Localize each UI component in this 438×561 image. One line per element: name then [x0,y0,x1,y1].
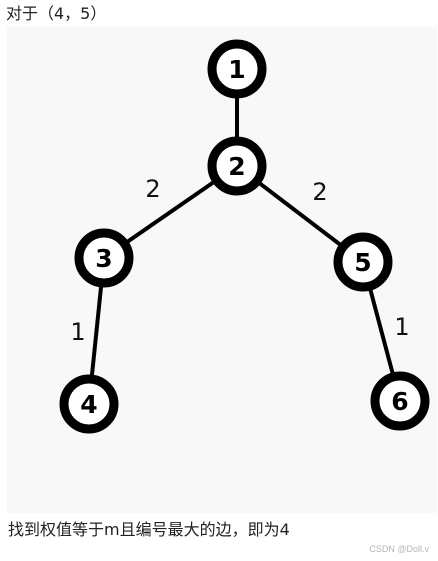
tree-node-1-circle [207,39,267,99]
tree-node-2-label: 2 [228,152,245,181]
tree-node-3-label: 3 [95,244,112,273]
edge-weight-2-5: 2 [312,178,327,206]
tree-node-5-label: 5 [354,248,371,277]
tree-node-1: 1 [207,39,267,99]
tree-node-6-label: 6 [391,387,408,416]
tree-node-4: 4 [59,374,119,434]
tree-node-2: 2 [207,136,267,196]
tree-node-6: 6 [370,371,430,431]
caption-top: 对于（4，5） [6,4,107,23]
tree-node-3-circle [74,228,134,288]
caption-bottom: 找到权值等于m且编号最大的边，即为4 [8,520,290,539]
tree-node-1-label: 1 [228,55,245,84]
tree-diagram: 2 2 1 1 1 2 3 4 5 [59,39,430,434]
tree-node-3: 3 [74,228,134,288]
tree-node-4-label: 4 [80,390,97,419]
edge-weight-3-4: 1 [70,318,85,346]
tree-node-5: 5 [333,232,393,292]
watermark: CSDN @Doll.v [369,544,429,554]
edge-weight-2-3: 2 [145,175,160,203]
tree-node-6-circle [370,371,430,431]
edge-weight-5-6: 1 [394,313,409,341]
tree-figure: 2 2 1 1 1 2 3 4 5 [7,27,437,513]
tree-node-4-circle [59,374,119,434]
weights-layer: 2 2 1 1 [70,175,409,346]
nodes-layer: 1 2 3 4 5 6 [59,39,430,434]
tree-node-2-circle [207,136,267,196]
tree-node-5-circle [333,232,393,292]
